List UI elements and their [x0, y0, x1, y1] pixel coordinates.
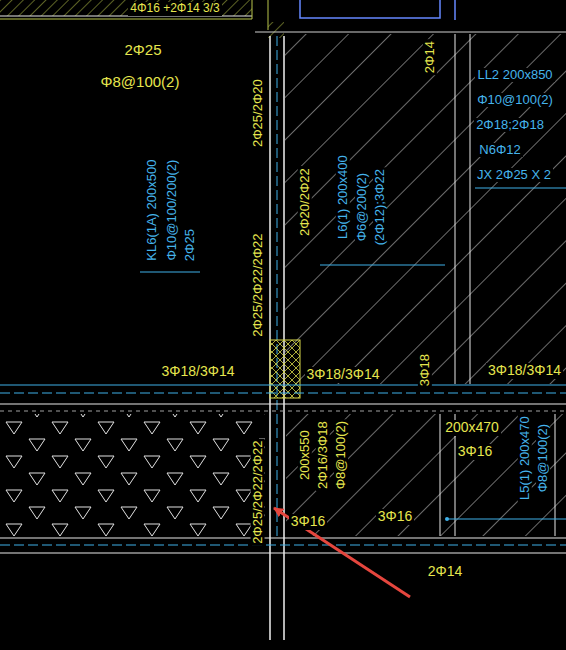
leader-line	[320, 265, 445, 266]
rebar-label: 3Φ16	[376, 509, 415, 524]
beam-line	[555, 414, 556, 536]
beam-line	[0, 538, 566, 539]
slab-hatch	[285, 34, 566, 384]
beam-line	[0, 411, 566, 412]
member-label: 2Φ18;2Φ18	[474, 118, 546, 132]
rebar-label: 200x550	[298, 428, 312, 482]
rebar-label: 3Φ18/3Φ14	[305, 367, 382, 382]
member-label: N6Φ12	[477, 143, 522, 157]
column-hatch	[270, 340, 300, 398]
slab-hatch	[286, 414, 566, 536]
beam-line	[269, 36, 271, 640]
rebar-label: 200x470	[443, 420, 501, 435]
beam-line	[283, 36, 285, 640]
rebar-label: 2Φ14	[426, 564, 465, 579]
wall-line	[252, 0, 253, 19]
member-label: Φ6@200(2)	[355, 171, 369, 243]
leader-line	[447, 519, 566, 520]
axis-line	[0, 393, 566, 394]
slab-edge	[454, 0, 456, 20]
member-label: Φ10@100(2)	[475, 93, 555, 107]
member-label: JX 2Φ25 X 2	[475, 168, 553, 182]
rebar-label: 3Φ16	[289, 514, 328, 529]
axis-line	[0, 545, 566, 546]
fill-pattern	[0, 414, 265, 536]
member-label: L5(1) 200x470	[518, 414, 532, 502]
member-label: Φ8@100(2)	[536, 422, 550, 494]
beam-line	[0, 553, 566, 554]
rebar-label: 3Φ18/3Φ14	[160, 364, 237, 379]
rebar-label: 2Φ25/2Φ20	[251, 77, 265, 149]
rebar-label: 2Φ25/2Φ22/2Φ22	[251, 438, 265, 545]
rebar-label: Φ8@100(2)	[334, 419, 348, 491]
leader-line	[475, 188, 566, 189]
wall-hatch	[0, 0, 252, 16]
beam-line	[470, 34, 471, 384]
beam-line	[255, 32, 566, 33]
member-label: (2Φ12);3Φ22	[373, 167, 387, 247]
rebar-label: 2Φ14	[423, 39, 437, 75]
member-label: KL6(1A) 200x500	[146, 157, 160, 262]
rebar-label: 4Φ16 +2Φ14 3/3	[128, 2, 222, 15]
beam-line	[0, 404, 566, 405]
rebar-label: 2Φ16/3Φ18	[316, 419, 330, 491]
member-label: 2Φ25	[183, 227, 197, 263]
slab-edge	[300, 0, 440, 18]
beam-line	[440, 414, 441, 536]
rebar-label: Φ8@100(2)	[99, 74, 182, 91]
wall-line	[0, 16, 252, 17]
rebar-label: 2Φ20/2Φ22	[298, 166, 312, 238]
wall-hatch	[268, 22, 284, 38]
member-label: LL2 200x850	[475, 68, 554, 82]
leader-dot	[445, 517, 449, 521]
member-label: L6(1) 200x400	[336, 153, 350, 241]
rebar-label: 2Φ25	[123, 42, 164, 59]
beam-line	[455, 34, 456, 384]
member-label: Φ10@100/200(2)	[165, 158, 179, 263]
rebar-label: 2Φ25/2Φ22/2Φ22	[251, 231, 265, 338]
wall-line	[0, 19, 252, 20]
rebar-label: 3Φ16	[456, 444, 495, 459]
axis-line	[277, 36, 278, 540]
leader-line	[140, 272, 200, 273]
beam-line	[0, 385, 566, 386]
rebar-label: 3Φ18	[418, 352, 432, 388]
rebar-label: 3Φ18/3Φ14	[486, 363, 563, 378]
